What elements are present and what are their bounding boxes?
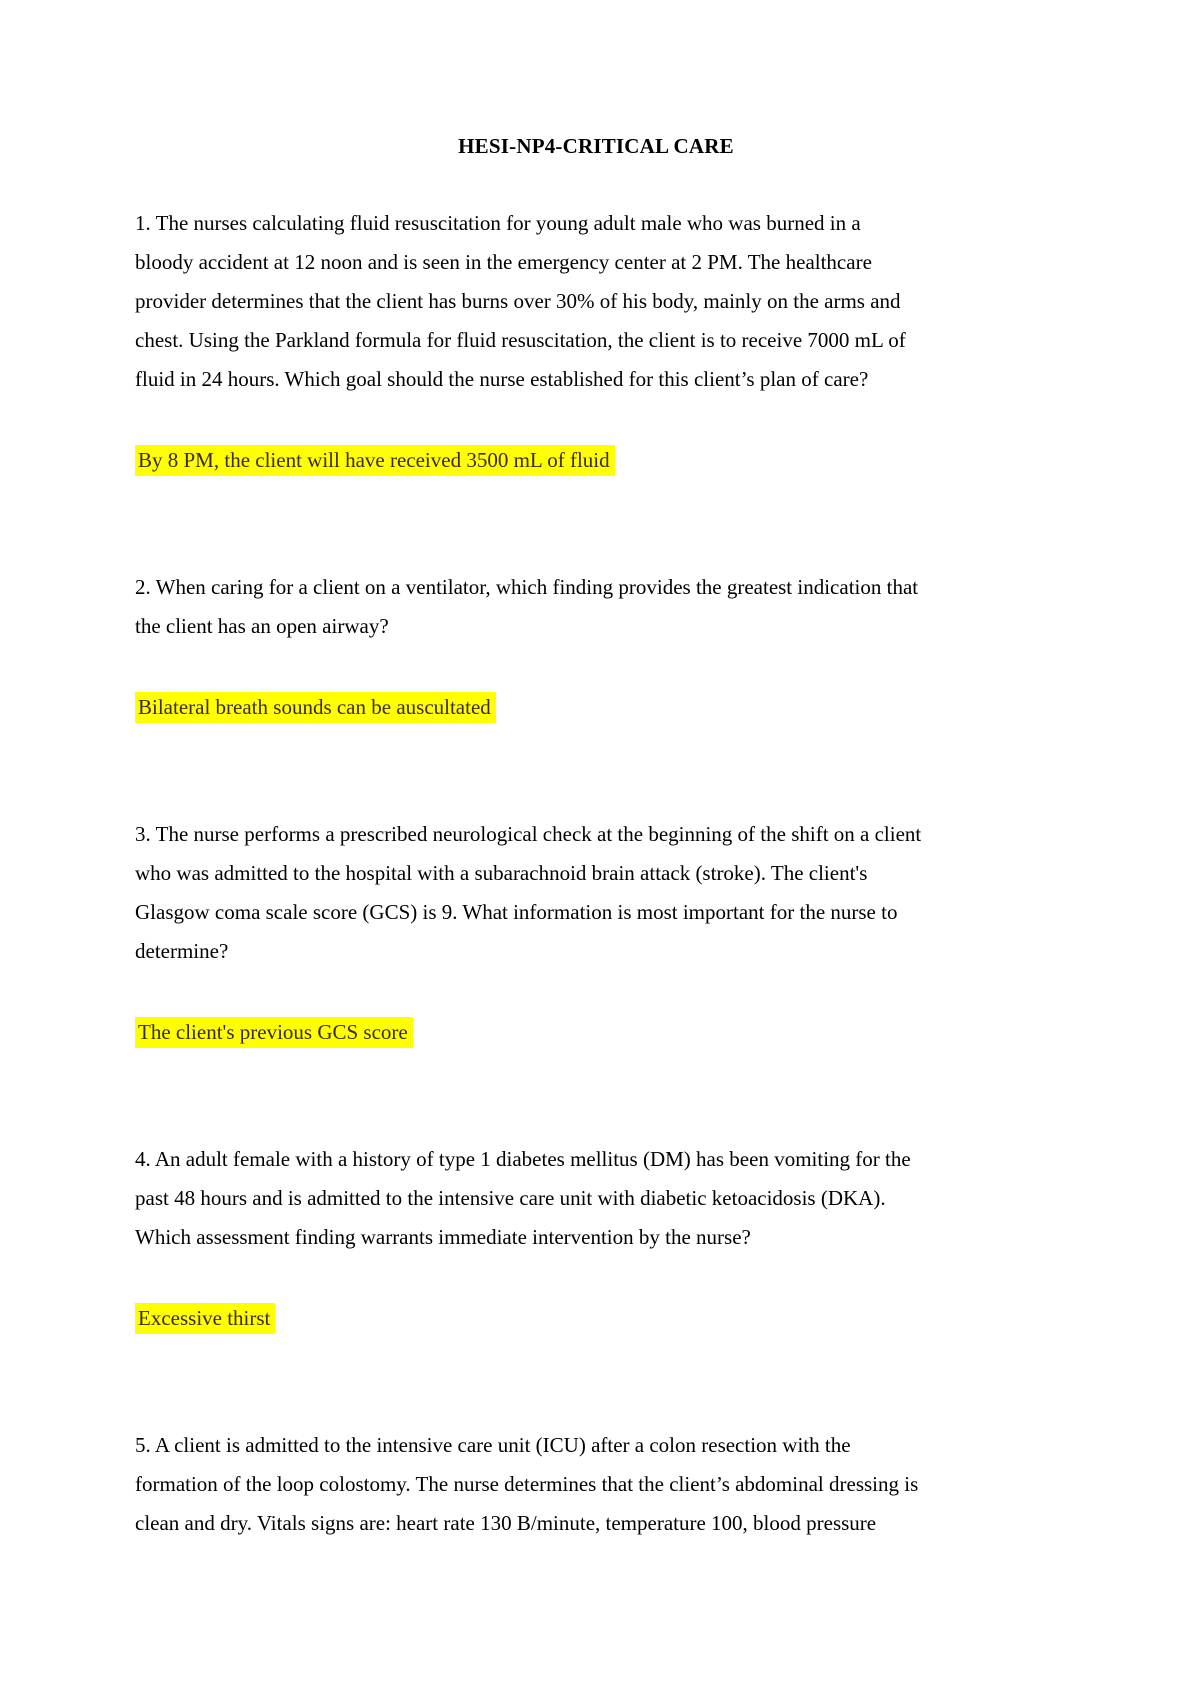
question-3-line: 3. The nurse performs a prescribed neuro… xyxy=(135,822,922,846)
question-3: 3. The nurse performs a prescribed neuro… xyxy=(135,815,1057,971)
answer-3-highlight: The client's previous GCS score xyxy=(135,1017,413,1048)
question-2-line: 2. When caring for a client on a ventila… xyxy=(135,575,919,599)
question-1-line: bloody accident at 12 noon and is seen i… xyxy=(135,250,872,274)
answer-1-row: By 8 PM, the client will have received 3… xyxy=(135,441,1057,480)
question-2: 2. When caring for a client on a ventila… xyxy=(135,568,1057,646)
page-title: HESI-NP4-CRITICAL CARE xyxy=(458,134,734,158)
question-1-line: fluid in 24 hours. Which goal should the… xyxy=(135,367,869,391)
question-1-line: chest. Using the Parkland formula for fl… xyxy=(135,328,906,352)
question-5: 5. A client is admitted to the intensive… xyxy=(135,1426,1057,1543)
question-4-line: 4. An adult female with a history of typ… xyxy=(135,1147,911,1171)
answer-2-highlight: Bilateral breath sounds can be auscultat… xyxy=(135,692,496,723)
question-4: 4. An adult female with a history of typ… xyxy=(135,1140,1057,1257)
answer-4-row: Excessive thirst xyxy=(135,1299,1057,1338)
question-5-line: 5. A client is admitted to the intensive… xyxy=(135,1433,851,1457)
question-3-line: determine? xyxy=(135,939,229,963)
question-5-line: clean and dry. Vitals signs are: heart r… xyxy=(135,1511,877,1535)
question-2-line: the client has an open airway? xyxy=(135,614,389,638)
question-5-line: formation of the loop colostomy. The nur… xyxy=(135,1472,919,1496)
question-3-line: who was admitted to the hospital with a … xyxy=(135,861,868,885)
answer-1-highlight: By 8 PM, the client will have received 3… xyxy=(135,445,615,476)
question-1-line: 1. The nurses calculating fluid resuscit… xyxy=(135,211,861,235)
answer-4-highlight: Excessive thirst xyxy=(135,1303,276,1334)
question-4-line: past 48 hours and is admitted to the int… xyxy=(135,1186,886,1210)
answer-3-row: The client's previous GCS score xyxy=(135,1013,1057,1052)
question-3-line: Glasgow coma scale score (GCS) is 9. Wha… xyxy=(135,900,898,924)
question-4-line: Which assessment finding warrants immedi… xyxy=(135,1225,751,1249)
question-1-line: provider determines that the client has … xyxy=(135,289,901,313)
answer-2-row: Bilateral breath sounds can be auscultat… xyxy=(135,688,1057,727)
question-1: 1. The nurses calculating fluid resuscit… xyxy=(135,204,1057,399)
